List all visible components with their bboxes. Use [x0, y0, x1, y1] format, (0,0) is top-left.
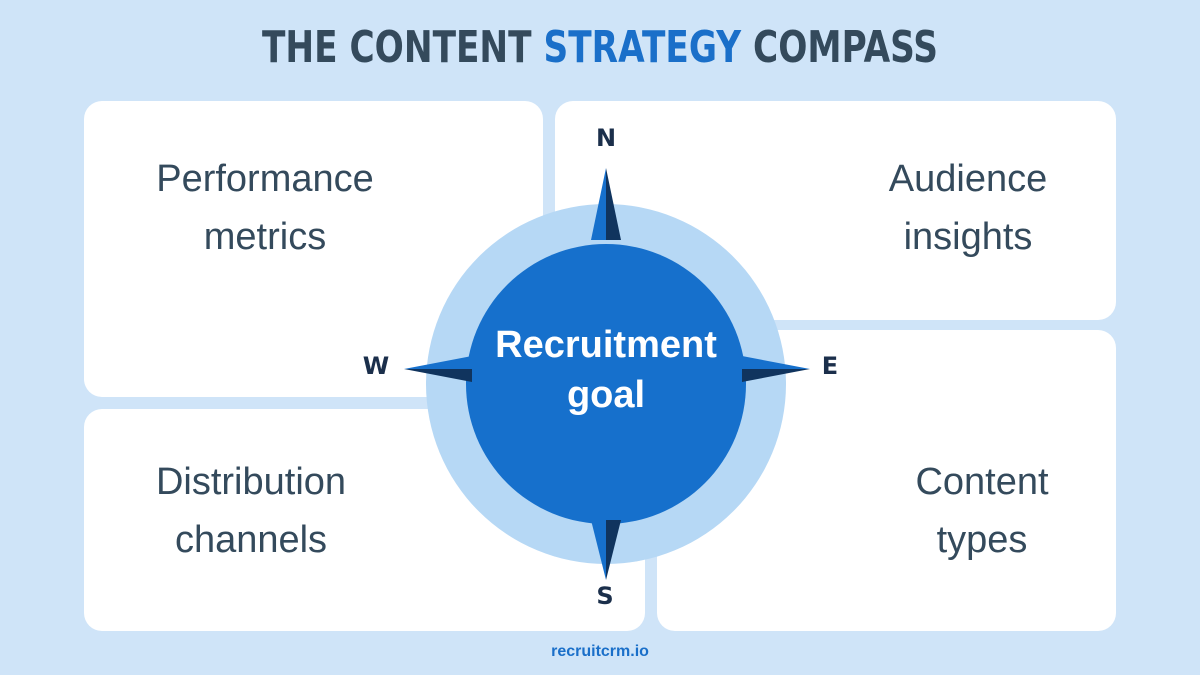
- direction-south: S: [596, 582, 614, 610]
- label-line: Audience: [888, 158, 1048, 200]
- label-line: Content: [915, 461, 1049, 503]
- east-needle-icon: [742, 356, 810, 382]
- label-content-types: Content types: [832, 453, 1132, 569]
- label-performance-metrics: Performance metrics: [115, 150, 415, 266]
- compass-inner-circle: [466, 244, 746, 524]
- label-line: insights: [903, 216, 1033, 258]
- center-line: goal: [566, 374, 646, 416]
- label-line: types: [936, 519, 1028, 561]
- label-line: Performance: [156, 158, 374, 200]
- direction-west: W: [362, 352, 390, 380]
- title-part-1: THE CONTENT: [261, 22, 544, 73]
- label-line: channels: [174, 519, 328, 561]
- label-line: Distribution: [155, 461, 347, 503]
- title-accent: STRATEGY: [543, 22, 742, 73]
- west-needle-icon: [404, 356, 472, 382]
- direction-north: N: [595, 124, 617, 152]
- page-title: THE CONTENT STRATEGY COMPASS: [132, 22, 1068, 73]
- label-distribution-channels: Distribution channels: [101, 453, 401, 569]
- center-line: Recruitment: [495, 324, 717, 366]
- label-audience-insights: Audience insights: [818, 150, 1118, 266]
- south-needle-icon: [591, 520, 621, 580]
- north-needle-icon: [591, 168, 621, 240]
- title-part-2: COMPASS: [741, 22, 939, 73]
- direction-east: E: [821, 352, 839, 380]
- compass-center-label: Recruitment goal: [466, 320, 746, 420]
- footer-brand: recruitcrm.io: [551, 643, 649, 660]
- label-line: metrics: [203, 216, 327, 258]
